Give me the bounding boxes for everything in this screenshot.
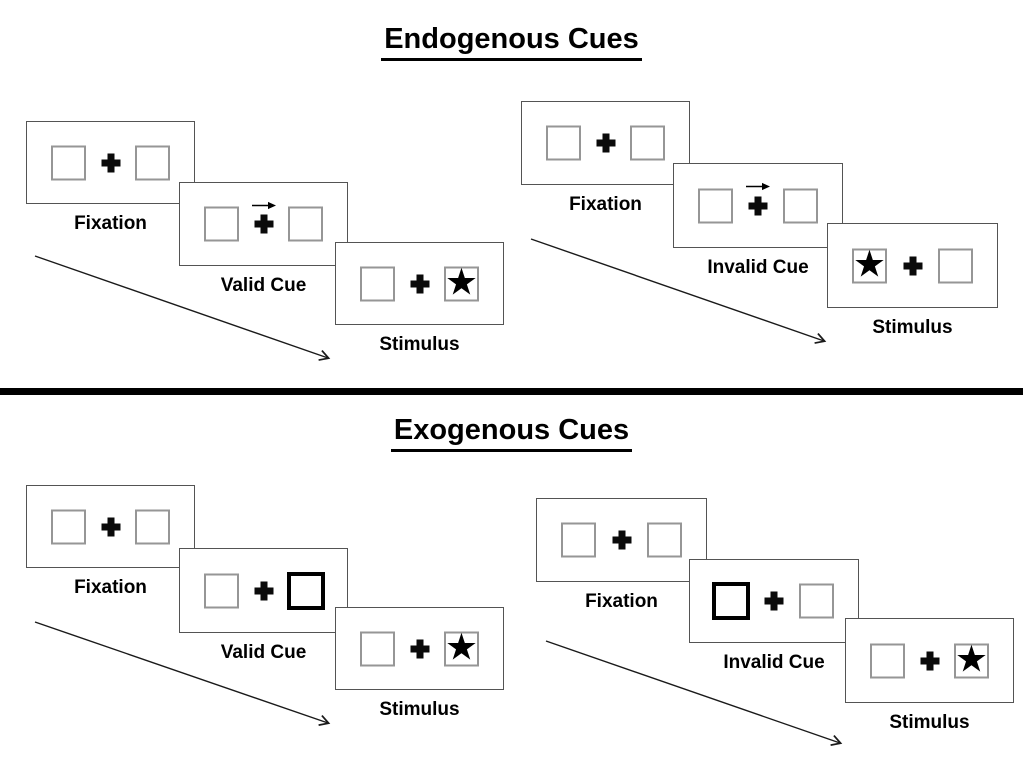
left-placeholder-box — [561, 522, 596, 558]
step-label: Valid Cue — [220, 275, 307, 296]
target-star-icon: ★ — [852, 243, 887, 285]
target-star-icon: ★ — [444, 626, 479, 668]
right-placeholder-box — [938, 248, 973, 283]
cue-highlight-box — [287, 571, 325, 610]
trial-step: Fixation — [536, 498, 707, 613]
section-title-endogenous: Endogenous Cues — [0, 23, 1023, 61]
step-label: Fixation — [74, 577, 147, 598]
fixation-cross-icon — [596, 133, 615, 153]
trial-step: Invalid Cue — [673, 163, 843, 279]
left-placeholder-box — [204, 573, 239, 608]
right-target-box: ★ — [954, 638, 989, 680]
step-label: Invalid Cue — [707, 257, 809, 278]
right-placeholder-box — [135, 509, 170, 544]
left-placeholder-box — [870, 643, 905, 678]
trial-step: Fixation — [26, 121, 195, 235]
stimulus-screen: ★ — [845, 618, 1014, 703]
right-target-box: ★ — [444, 626, 479, 668]
step-label: Stimulus — [872, 317, 953, 338]
fixation-cross-icon — [764, 591, 784, 611]
trial-step: Valid Cue — [179, 182, 348, 297]
left-placeholder-box — [546, 125, 581, 161]
fixation-screen — [26, 121, 195, 204]
left-placeholder-box — [51, 145, 86, 180]
step-label: Fixation — [74, 213, 147, 234]
step-label: Fixation — [569, 194, 642, 215]
step-label: Stimulus — [889, 712, 970, 733]
fixation-cross-icon — [903, 256, 922, 275]
cue-screen — [689, 559, 859, 643]
trial-step: ★ Stimulus — [335, 607, 504, 721]
trial-step: Invalid Cue — [689, 559, 859, 674]
fixation-screen — [536, 498, 707, 582]
right-arrow-icon — [251, 201, 276, 210]
cue-highlight-box — [712, 582, 750, 620]
cue-screen — [673, 163, 843, 248]
right-target-box: ★ — [444, 261, 479, 303]
fixation-cross-icon — [748, 196, 768, 215]
section-divider — [0, 388, 1023, 395]
fixation-screen — [521, 101, 690, 185]
right-arrow-icon — [746, 182, 770, 191]
section-title-exogenous: Exogenous Cues — [0, 414, 1023, 452]
cue-screen — [179, 182, 348, 266]
cue-screen — [179, 548, 348, 633]
fixation-cross-icon — [612, 530, 631, 550]
target-star-icon: ★ — [954, 638, 989, 680]
stimulus-screen: ★ — [335, 607, 504, 690]
right-placeholder-box — [135, 145, 170, 180]
fixation-cross-icon — [101, 517, 120, 536]
section-title-text: Exogenous Cues — [390, 414, 633, 452]
step-label: Stimulus — [379, 699, 460, 720]
left-target-box: ★ — [852, 243, 887, 285]
left-placeholder-box — [698, 188, 733, 223]
left-placeholder-box — [204, 206, 239, 242]
left-placeholder-box — [51, 509, 86, 544]
fixation-cross-icon — [254, 581, 273, 600]
target-star-icon: ★ — [444, 261, 479, 303]
fixation-cross-icon — [101, 153, 120, 172]
right-placeholder-box — [288, 206, 323, 242]
stimulus-screen: ★ — [827, 223, 998, 308]
trial-step: Valid Cue — [179, 548, 348, 664]
right-placeholder-box — [783, 188, 818, 223]
trial-step: ★ Stimulus — [827, 223, 998, 339]
step-label: Valid Cue — [220, 642, 307, 663]
section-title-text: Endogenous Cues — [381, 23, 642, 61]
trial-step: Fixation — [521, 101, 690, 216]
trial-step: ★ Stimulus — [845, 618, 1014, 734]
trial-step: ★ Stimulus — [335, 242, 504, 356]
fixation-cross-icon — [410, 639, 429, 658]
step-label: Fixation — [585, 591, 658, 612]
fixation-cross-icon — [920, 651, 939, 670]
right-placeholder-box — [799, 583, 834, 619]
left-placeholder-box — [360, 266, 395, 301]
fixation-cross-icon — [410, 274, 429, 293]
fixation-screen — [26, 485, 195, 568]
right-placeholder-box — [647, 522, 682, 558]
step-label: Invalid Cue — [723, 652, 825, 673]
stimulus-screen: ★ — [335, 242, 504, 325]
right-placeholder-box — [630, 125, 665, 161]
left-placeholder-box — [360, 631, 395, 666]
trial-step: Fixation — [26, 485, 195, 599]
fixation-cross-icon — [254, 214, 273, 234]
step-label: Stimulus — [379, 334, 460, 355]
